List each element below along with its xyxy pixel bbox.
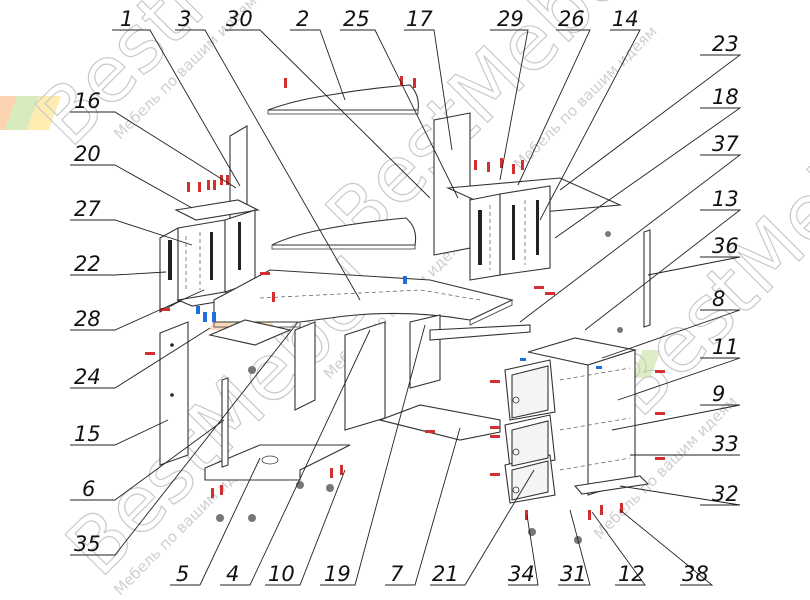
part-label-8: 8 [712,287,725,311]
leader-lines [70,29,742,586]
part-label-20: 20 [74,142,101,166]
part-support-rail [221,377,229,468]
part-label-6: 6 [82,477,95,501]
part-label-30: 30 [226,7,253,31]
part-corner-shelf-middle [271,217,417,246]
part-label-17: 17 [406,7,433,31]
part-label-2: 2 [296,7,309,31]
part-label-28: 28 [74,307,101,331]
part-right-upper-cabinet [445,177,623,281]
parts-layer [159,84,651,504]
watermark-brand-1: BestMebel [20,0,372,163]
part-label-21: 21 [432,562,459,586]
part-back-rail [429,324,531,341]
part-label-4: 4 [226,562,239,586]
part-label-19: 19 [324,562,351,586]
part-label-5: 5 [176,562,189,586]
part-side-panel-15 [159,321,189,466]
part-label-13: 13 [712,187,739,211]
part-right-tall-panel [433,112,471,256]
part-label-11: 11 [712,335,739,359]
part-label-31: 31 [560,562,587,586]
part-vertical-post [643,229,651,328]
part-label-26: 26 [558,7,585,31]
part-label-15: 15 [74,422,101,446]
part-floor-shelf [378,404,501,441]
watermark-logo-left [0,96,62,130]
part-label-27: 27 [74,197,101,221]
part-label-12: 12 [618,562,645,586]
part-label-3: 3 [178,7,191,31]
part-label-25: 25 [343,7,370,31]
hardware-layer [145,76,665,544]
part-label-18: 18 [712,85,739,109]
part-label-14: 14 [612,7,639,31]
part-label-1: 1 [120,7,133,31]
part-small-shelf [208,319,292,346]
part-label-37: 37 [712,132,739,156]
part-label-32: 32 [712,482,739,506]
part-label-10: 10 [268,562,295,586]
part-corner-shelf-top [267,84,419,111]
part-label-16: 16 [74,89,101,113]
part-bottom-shelf [204,444,351,481]
part-label-38: 38 [682,562,709,586]
part-label-22: 22 [74,252,101,276]
part-label-36: 36 [712,234,739,258]
part-label-23: 23 [712,32,739,56]
part-label-9: 9 [712,382,725,406]
part-label-33: 33 [712,432,739,456]
part-desk-side-panel-left [294,321,316,411]
part-label-29: 29 [497,7,524,31]
part-label-24: 24 [74,365,101,389]
part-label-7: 7 [390,562,404,586]
part-drawer-pedestal [504,337,650,504]
part-desk-top [213,269,514,323]
part-number-labels: 1 3 30 2 25 17 29 26 14 23 18 37 13 36 8… [74,7,739,586]
part-label-35: 35 [74,532,101,556]
part-label-34: 34 [508,562,535,586]
part-desk-center-panel [344,321,386,431]
watermark-logo-right [632,350,661,378]
